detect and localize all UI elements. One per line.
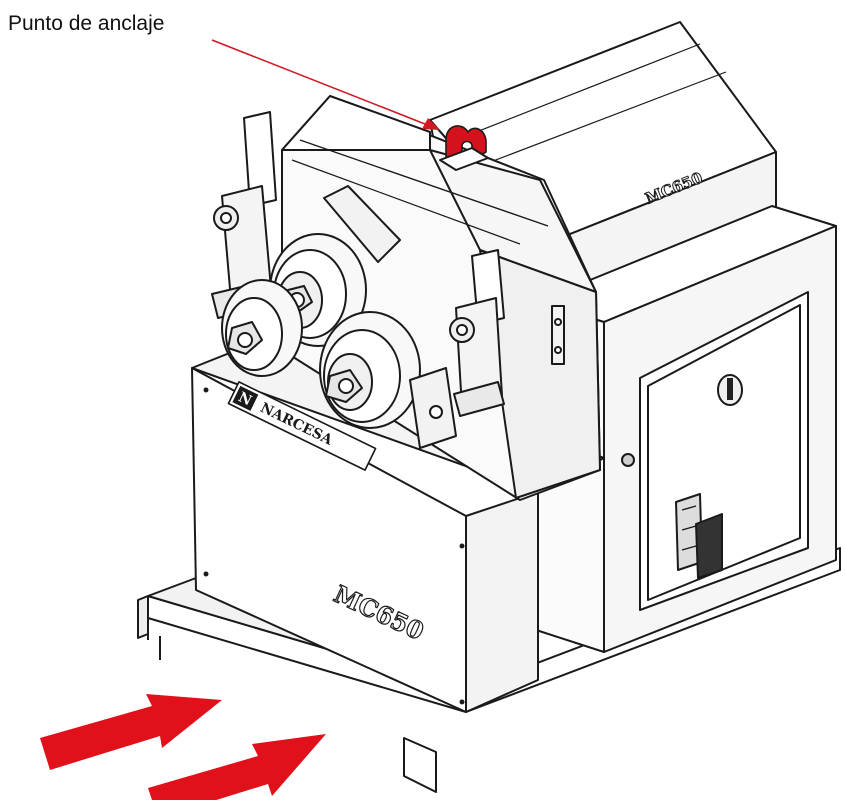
- roller-arm-bracket: [323, 185, 457, 449]
- forklift-direction-arrow-icon: [40, 694, 326, 800]
- anchor-leader-line: [211, 39, 440, 130]
- lifting-eye-icon: [439, 125, 489, 171]
- pendant-control: [675, 493, 723, 579]
- brand-plate: [227, 381, 377, 471]
- anchor-point-label: Punto de anclaje: [8, 12, 165, 35]
- right-guide-column: [449, 249, 505, 417]
- left-roller: [221, 279, 303, 377]
- cabinet-switch: [717, 374, 743, 406]
- head-hinge: [551, 305, 565, 365]
- lower-roller: [319, 311, 421, 429]
- cabinet-plug: [621, 453, 635, 467]
